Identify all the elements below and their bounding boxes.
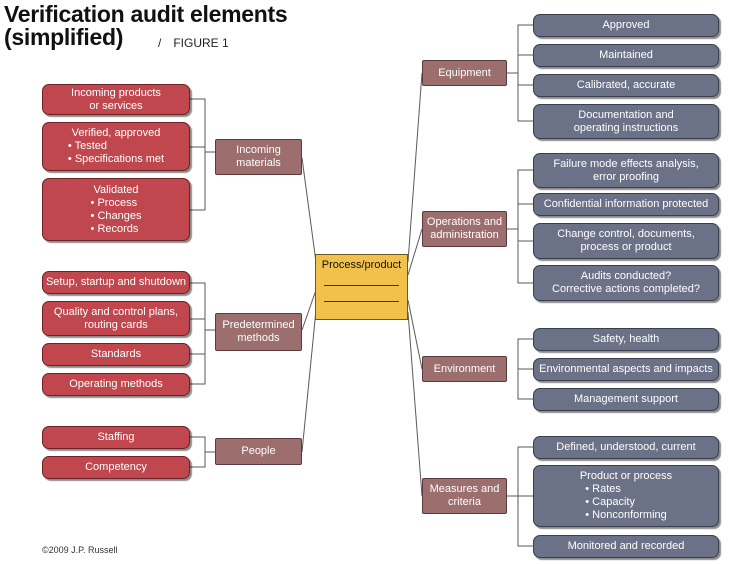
bullet-item: Nonconforming <box>585 509 667 522</box>
leaf-approved: Approved <box>533 14 719 37</box>
center-label: Process/product <box>321 259 402 271</box>
leaf-label: Documentation and operating instructions <box>573 108 679 134</box>
category-label: Equipment <box>438 66 491 79</box>
leaf-incoming-products: Incoming products or services <box>42 84 190 115</box>
leaf-verified-approved: Verified, approved Tested Specifications… <box>42 122 190 171</box>
category-environment: Environment <box>422 356 507 382</box>
figure-number: FIGURE 1 <box>173 36 229 50</box>
leaf-label: Competency <box>85 461 147 473</box>
leaf-label: Validated <box>93 183 139 196</box>
title-line-2: (simplified) <box>4 24 124 50</box>
leaf-confidential-information: Confidential information protected <box>533 193 719 216</box>
leaf-audits-corrective-actions: Audits conducted? Corrective actions com… <box>533 265 719 301</box>
bracket-incoming <box>190 98 215 211</box>
bullet-item: Capacity <box>585 496 667 509</box>
bracket-operations <box>507 169 533 284</box>
leaf-label: Monitored and recorded <box>567 540 685 552</box>
leaf-label: Safety, health <box>592 333 660 345</box>
bracket-equipment <box>507 24 533 122</box>
leaf-calibrated-accurate: Calibrated, accurate <box>533 74 719 97</box>
spoke-operations <box>407 228 423 276</box>
leaf-label: Product or process <box>579 470 673 482</box>
leaf-fmea-error-proofing: Failure mode effects analysis, error pro… <box>533 153 719 188</box>
category-people: People <box>215 438 302 465</box>
leaf-quality-control-plans: Quality and control plans, routing cards <box>42 301 190 336</box>
leaf-label: Confidential information protected <box>543 198 709 210</box>
category-predetermined-methods: Predetermined methods <box>215 313 302 351</box>
leaf-product-or-process: Product or process Rates Capacity Noncon… <box>533 465 719 527</box>
title-line-1: Verification audit elements <box>4 1 288 27</box>
leaf-safety-health: Safety, health <box>533 328 719 351</box>
spoke-measures <box>407 311 423 497</box>
category-label: Incoming materials <box>236 144 281 169</box>
bullet-item: Records <box>91 223 142 236</box>
copyright-credit: ©2009 J.P. Russell <box>42 545 118 555</box>
diagram-title: Verification audit elements (simplified) <box>4 1 288 50</box>
leaf-label: Defined, understood, current <box>556 441 696 453</box>
bullet-item: Process <box>91 197 142 210</box>
leaf-label: Change control, documents, process or pr… <box>557 228 695 253</box>
leaf-label: Standards <box>90 348 142 360</box>
category-label: Measures and criteria <box>429 483 500 508</box>
leaf-label: Operating methods <box>69 378 163 390</box>
category-label: Predetermined methods <box>222 319 295 344</box>
bullet-item: Specifications met <box>68 153 164 166</box>
center-process-product: Process/product <box>315 254 408 320</box>
leaf-management-support: Management support <box>533 388 719 411</box>
category-incoming-materials: Incoming materials <box>215 139 302 175</box>
figure-label: / FIGURE 1 <box>158 36 229 50</box>
leaf-label: Incoming products or services <box>71 86 161 112</box>
leaf-setup-startup-shutdown: Setup, startup and shutdown <box>42 271 190 294</box>
bracket-methods <box>190 282 215 385</box>
leaf-label: Verified, approved <box>71 127 161 139</box>
category-equipment: Equipment <box>422 60 507 86</box>
leaf-standards: Standards <box>42 343 190 366</box>
leaf-label: Quality and control plans, routing cards <box>53 305 179 331</box>
center-blank-line <box>324 301 399 302</box>
leaf-label: Setup, startup and shutdown <box>45 276 187 288</box>
leaf-validated: Validated Process Changes Records <box>42 178 190 241</box>
category-label: Operations and administration <box>426 216 503 241</box>
leaf-bullet-list: Process Changes Records <box>91 197 142 236</box>
spoke-environment <box>407 299 423 370</box>
category-operations-administration: Operations and administration <box>422 211 507 247</box>
figure-slash: / <box>158 36 162 50</box>
bullet-item: Tested <box>68 140 164 153</box>
spoke-incoming <box>301 157 317 263</box>
leaf-operating-methods: Operating methods <box>42 373 190 396</box>
leaf-label: Calibrated, accurate <box>576 79 676 91</box>
leaf-documentation-instructions: Documentation and operating instructions <box>533 104 719 139</box>
category-measures-criteria: Measures and criteria <box>422 478 507 514</box>
leaf-defined-understood: Defined, understood, current <box>533 436 719 459</box>
leaf-maintained: Maintained <box>533 44 719 67</box>
leaf-label: Failure mode effects analysis, error pro… <box>553 157 699 183</box>
leaf-change-control: Change control, documents, process or pr… <box>533 223 719 259</box>
leaf-competency: Competency <box>42 456 190 479</box>
category-label: Environment <box>433 362 496 375</box>
center-blank-line <box>324 285 399 286</box>
leaf-label: Environmental aspects and impacts <box>539 363 713 375</box>
spoke-people <box>301 309 317 453</box>
bullet-item: Rates <box>585 483 667 496</box>
leaf-staffing: Staffing <box>42 426 190 449</box>
category-label: People <box>241 445 276 457</box>
spoke-methods <box>301 289 317 331</box>
bracket-people <box>190 436 215 468</box>
spoke-equipment <box>407 72 423 263</box>
leaf-monitored-recorded: Monitored and recorded <box>533 535 719 558</box>
leaf-label: Management support <box>574 393 678 405</box>
leaf-environmental-aspects: Environmental aspects and impacts <box>533 358 719 381</box>
leaf-label: Staffing <box>97 431 135 443</box>
bracket-environment <box>517 338 533 400</box>
bullet-item: Changes <box>91 210 141 223</box>
bracket-measures <box>507 446 533 547</box>
leaf-bullet-list: Rates Capacity Nonconforming <box>585 483 667 522</box>
leaf-label: Audits conducted? Corrective actions com… <box>552 270 700 295</box>
leaf-label: Maintained <box>599 49 653 61</box>
leaf-bullet-list: Tested Specifications met <box>68 140 164 166</box>
leaf-label: Approved <box>602 19 650 31</box>
